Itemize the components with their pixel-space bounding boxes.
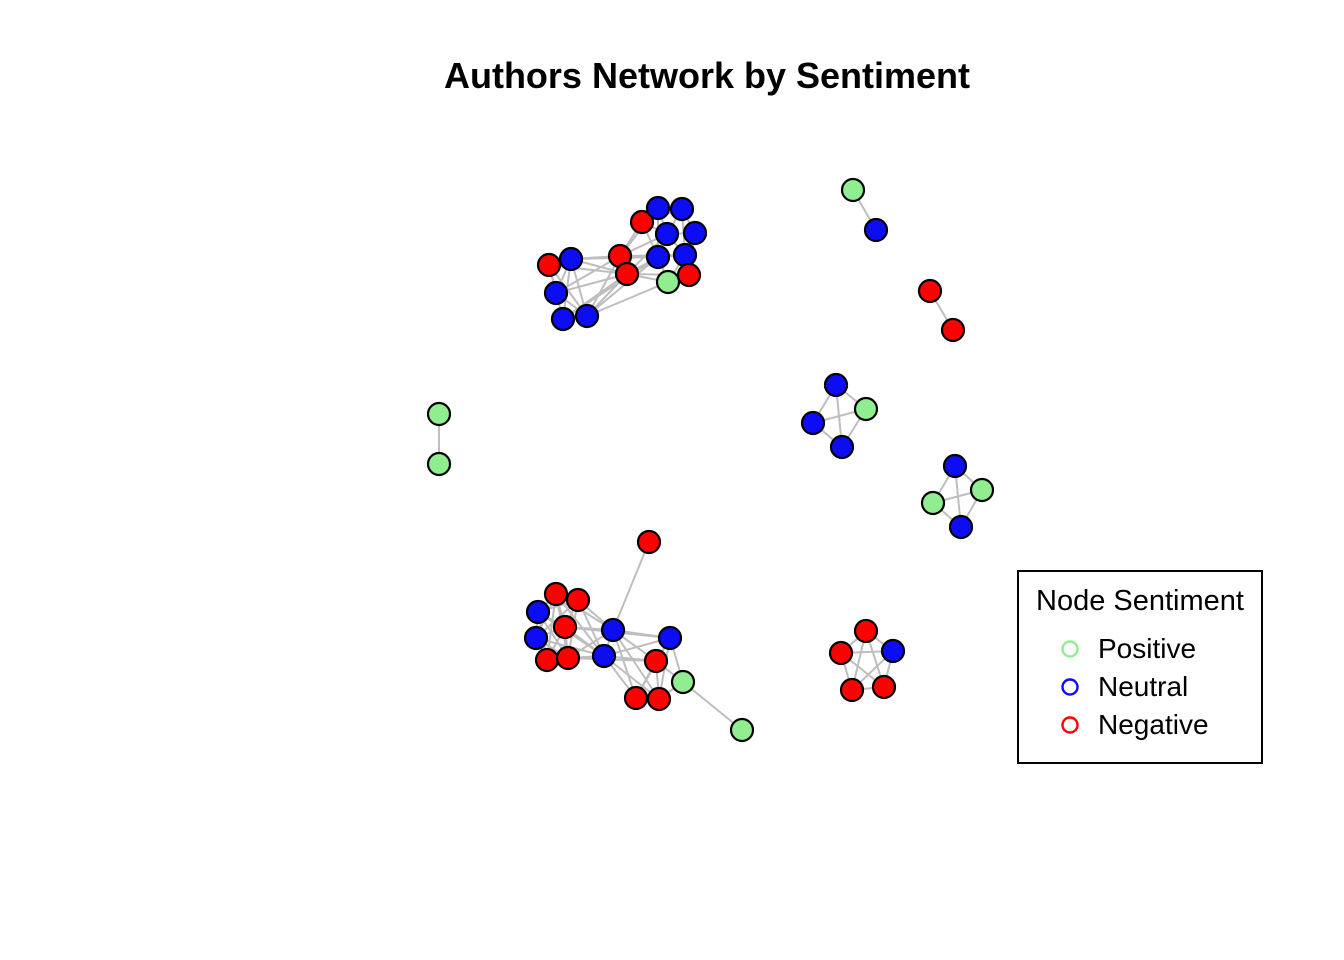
- graph-node-positive: [670, 669, 696, 695]
- graph-node-neutral: [948, 514, 974, 540]
- graph-node-negative: [552, 614, 578, 640]
- graph-node-negative: [543, 581, 569, 607]
- legend-item-neutral: Neutral: [1019, 668, 1261, 706]
- graph-node-positive: [840, 177, 866, 203]
- graph-node-negative: [853, 618, 879, 644]
- graph-node-negative: [534, 647, 560, 673]
- positive-circle-glyph: [1061, 640, 1079, 658]
- graph-node-neutral: [654, 221, 680, 247]
- legend-label-positive: Positive: [1098, 633, 1197, 664]
- graph-node-negative: [871, 674, 897, 700]
- graph-node-negative: [636, 529, 662, 555]
- graph-node-negative: [536, 252, 562, 278]
- graph-node-neutral: [880, 638, 906, 664]
- graph-edge: [555, 273, 628, 294]
- legend-item-positive: Positive: [1019, 630, 1261, 668]
- graph-node-positive: [729, 717, 755, 743]
- legend-label-negative: Negative: [1098, 709, 1209, 740]
- negative-circle-icon: [1061, 716, 1079, 734]
- graph-node-neutral: [600, 617, 626, 643]
- positive-circle-icon: [1061, 640, 1079, 658]
- neutral-circle-icon: [1061, 678, 1079, 696]
- graph-node-positive: [969, 477, 995, 503]
- graph-node-neutral: [523, 625, 549, 651]
- graph-node-neutral: [800, 410, 826, 436]
- graph-node-negative: [646, 686, 672, 712]
- graph-node-negative: [676, 262, 702, 288]
- graph-node-positive: [426, 451, 452, 477]
- graph-node-neutral: [591, 643, 617, 669]
- graph-node-neutral: [645, 244, 671, 270]
- graph-node-neutral: [574, 303, 600, 329]
- graph-node-negative: [623, 685, 649, 711]
- graph-node-neutral: [829, 434, 855, 460]
- graph-edge: [612, 541, 650, 631]
- neutral-circle-glyph: [1061, 678, 1079, 696]
- graph-node-neutral: [863, 217, 889, 243]
- graph-edge: [612, 629, 660, 700]
- graph-node-negative: [643, 648, 669, 674]
- graph-node-positive: [853, 396, 879, 422]
- graph-node-positive: [920, 490, 946, 516]
- legend-title: Node Sentiment: [1036, 585, 1244, 617]
- graph-edge: [682, 681, 743, 731]
- graph-node-neutral: [543, 280, 569, 306]
- graph-node-neutral: [657, 625, 683, 651]
- chart-title: Authors Network by Sentiment: [443, 55, 971, 96]
- graph-node-negative: [917, 278, 943, 304]
- graph-node-negative: [614, 261, 640, 287]
- graph-node-neutral: [558, 246, 584, 272]
- graph-node-neutral: [645, 195, 671, 221]
- legend-items: Positive Neutral Negative: [1019, 630, 1261, 744]
- graph-node-negative: [828, 640, 854, 666]
- graph-node-neutral: [669, 196, 695, 222]
- graph-edge: [586, 281, 669, 317]
- graph-node-negative: [940, 317, 966, 343]
- graph-node-neutral: [525, 599, 551, 625]
- graph-node-neutral: [672, 242, 698, 268]
- graph-node-neutral: [942, 453, 968, 479]
- graph-node-positive: [655, 269, 681, 295]
- graph-node-negative: [555, 645, 581, 671]
- graph-node-neutral: [823, 372, 849, 398]
- graph-node-neutral: [682, 220, 708, 246]
- graph-edge: [586, 256, 659, 317]
- graph-node-negative: [629, 209, 655, 235]
- legend-item-negative: Negative: [1019, 706, 1261, 744]
- legend-label-neutral: Neutral: [1098, 671, 1189, 702]
- graph-node-positive: [426, 401, 452, 427]
- negative-circle-glyph: [1061, 716, 1079, 734]
- graph-node-negative: [565, 587, 591, 613]
- graph-node-neutral: [550, 306, 576, 332]
- graph-edge: [555, 255, 621, 294]
- legend: Node Sentiment Positive Neutral Negative: [1017, 570, 1263, 764]
- graph-node-negative: [839, 677, 865, 703]
